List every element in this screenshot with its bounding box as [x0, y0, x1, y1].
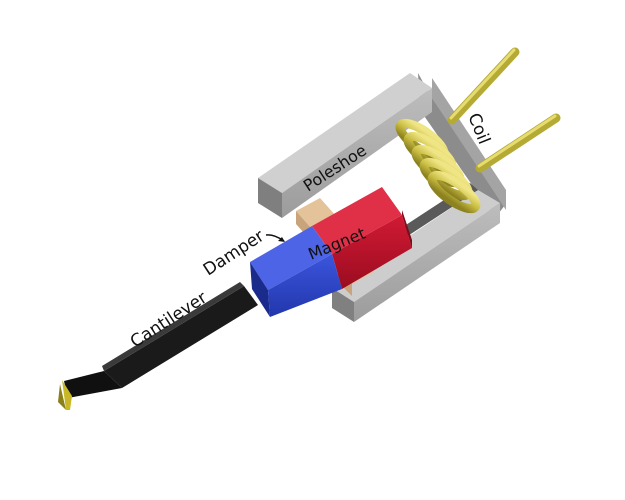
damper-pointer-arrow: [265, 234, 285, 242]
coil-lead-lower: [475, 113, 561, 173]
coil-lead-upper: [447, 47, 520, 125]
stylus-tip: [58, 380, 72, 410]
cantilever: [64, 282, 258, 398]
coil: [395, 47, 561, 214]
coil-windings: [395, 118, 481, 214]
magnet: [250, 187, 412, 317]
